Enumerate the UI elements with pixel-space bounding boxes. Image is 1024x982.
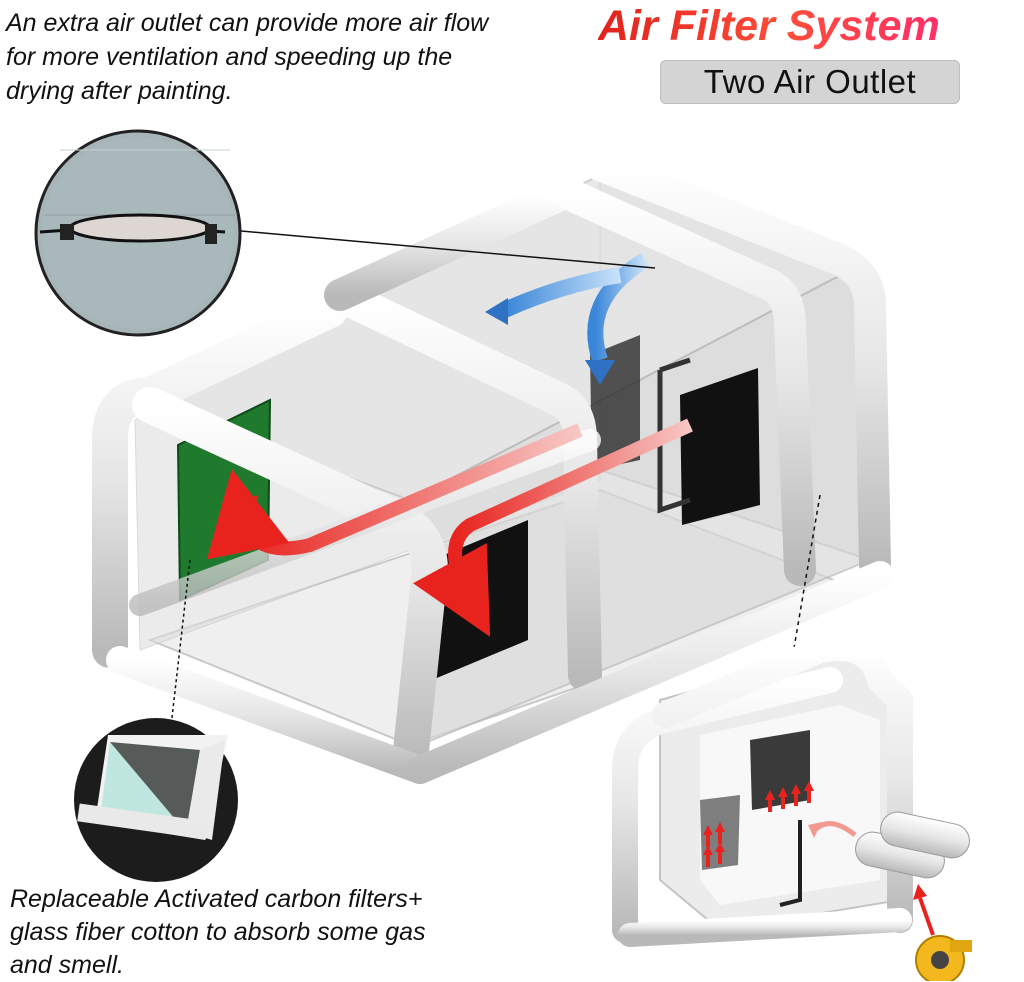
bottom-description: Replaceable Activated carbon filters+ gl…: [10, 883, 510, 982]
top-description-line-1: An extra air outlet can provide more air…: [6, 9, 489, 37]
bottom-description-line-2: glass fiber cotton to absorb some gas: [10, 918, 426, 946]
top-description-line-2: for more ventilation and speeding up the: [6, 43, 453, 71]
top-description-line-3: drying after painting.: [6, 77, 233, 105]
rear-air-outlet: [680, 368, 760, 525]
bottom-description-line-1: Replaceable Activated carbon filters+: [10, 885, 423, 913]
zipper-callout-line: [229, 229, 656, 269]
bottom-description-line-3: and smell.: [10, 951, 124, 979]
blower-icon: [915, 935, 972, 981]
red-airflow-arrow-left: [207, 423, 583, 560]
blue-airflow-arrow: [587, 253, 650, 363]
main-booth: [92, 149, 894, 784]
filter-detail-circle: [74, 718, 238, 882]
outlet-callout-line: [791, 494, 821, 661]
top-description: An extra air outlet can provide more air…: [6, 6, 586, 108]
filter-callout-line: [169, 559, 191, 736]
small-booth-detail: [612, 635, 972, 981]
subtitle-text: Two Air Outlet: [703, 63, 917, 100]
subtitle-badge: Two Air Outlet: [660, 60, 960, 104]
red-airflow-arrow-right: [413, 418, 693, 637]
page-title: Air Filter System: [598, 2, 940, 50]
zipper-detail-circle: [34, 129, 242, 337]
